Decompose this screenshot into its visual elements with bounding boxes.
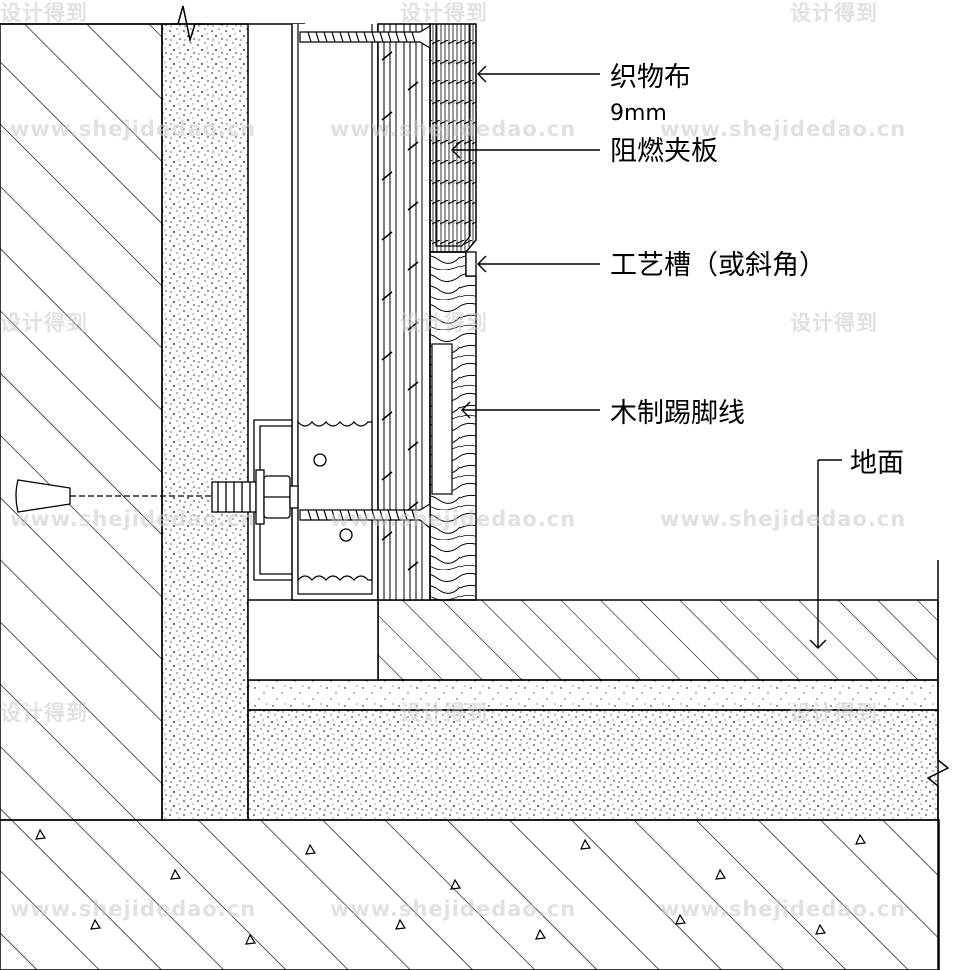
skirting-backing: [431, 343, 453, 495]
screw-bottom: [299, 502, 431, 530]
watermark-url: www.shejidedao.cn: [330, 117, 576, 141]
plaster-layer: [161, 23, 249, 821]
watermark-cn: 设计得到: [790, 701, 878, 725]
watermark-url: www.shejidedao.cn: [660, 897, 906, 921]
watermark-url: www.shejidedao.cn: [10, 507, 256, 531]
watermark-cn: 设计得到: [400, 1, 488, 25]
watermark-cn: 设计得到: [0, 311, 88, 335]
watermark-url: www.shejidedao.cn: [660, 117, 906, 141]
label-floor: 地面: [850, 448, 904, 479]
groove: [465, 251, 477, 277]
watermark-cn: 设计得到: [790, 311, 878, 335]
frame-hole: [339, 528, 353, 542]
board-ticks: [381, 51, 419, 571]
slab-aggregate: [35, 828, 867, 945]
break-mark-right: [926, 560, 950, 970]
arrow-floor: [809, 639, 827, 649]
floor-finish: [377, 599, 939, 681]
label-fabric: 织物布: [610, 62, 691, 93]
watermark-url: www.shejidedao.cn: [10, 897, 256, 921]
label-thickness: 9mm: [610, 101, 667, 126]
watermark-url: www.shejidedao.cn: [330, 897, 576, 921]
label-fire-board: 阻燃夹板: [610, 136, 718, 167]
arrow-board: [451, 141, 461, 159]
board-lines: [383, 24, 423, 600]
watermark-cn: 设计得到: [0, 1, 88, 25]
frame-hole: [313, 453, 327, 467]
structural-wall: [0, 23, 163, 821]
watermark-cn: 设计得到: [790, 1, 878, 25]
leader-lines: [451, 65, 842, 649]
floor-edge-block: [247, 599, 379, 681]
fabric-panel: [429, 23, 477, 253]
screw-top: [299, 24, 431, 50]
watermark-cn: 设计得到: [0, 701, 88, 725]
watermark-cn: 设计得到: [400, 311, 488, 335]
label-skirting: 木制踢脚线: [610, 398, 745, 429]
watermark-url: www.shejidedao.cn: [660, 507, 906, 531]
arrow-skirting: [461, 401, 471, 419]
watermark-url: www.shejidedao.cn: [330, 507, 576, 531]
floor-slab: [0, 819, 940, 970]
corrugated-channel: [297, 420, 373, 582]
arrow-groove: [477, 255, 487, 273]
watermark-cn: 设计得到: [400, 701, 488, 725]
watermark-url: www.shejidedao.cn: [10, 117, 256, 141]
angle-bracket: [253, 419, 293, 581]
screed-layer: [247, 709, 939, 821]
expansion-bolt: [15, 469, 299, 525]
arrow-fabric: [477, 65, 487, 83]
watermark: 设计得到 设计得到 设计得到 www.shejidedao.cn www.she…: [0, 1, 906, 921]
label-groove: 工艺槽（或斜角）: [610, 250, 826, 281]
